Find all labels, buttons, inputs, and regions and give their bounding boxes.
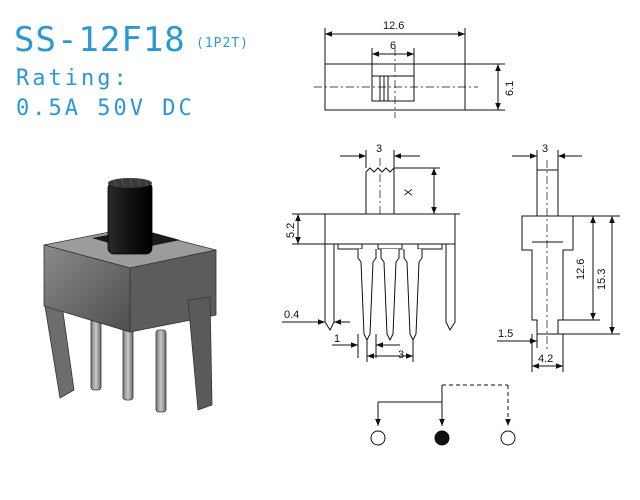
terminal-right: [500, 430, 516, 446]
terminal-left: [370, 430, 386, 446]
front-view: [282, 150, 460, 362]
front-dim-knob-width: 3: [376, 143, 382, 155]
part-number-title: SS-12F18: [14, 20, 186, 60]
switch-knob: [107, 177, 153, 255]
top-dim-length: 12.6: [383, 20, 404, 32]
front-dim-pin-width: 1: [334, 333, 340, 345]
front-dim-knob-height: X: [403, 188, 415, 196]
side-dim-body-depth: 4.2: [538, 353, 553, 365]
pole-throw-subtitle: (1P2T): [196, 36, 249, 51]
front-dim-body-height: 5.2: [285, 223, 297, 238]
rating-value: 0.5A 50V DC: [16, 96, 195, 121]
terminal-common: [434, 430, 450, 446]
side-dim-to-pin: 12.6: [575, 259, 587, 280]
switch-right-mounting-tab: [187, 296, 213, 411]
top-view: [314, 28, 505, 118]
top-dim-width: 6.1: [504, 81, 516, 96]
side-dim-knob-width: 3: [542, 143, 548, 155]
side-dim-pin-length: 1.5: [498, 328, 513, 340]
rating-label: Rating:: [16, 66, 130, 91]
front-dim-tab-thickness: 0.4: [284, 309, 299, 321]
switch-pins: [90, 304, 167, 413]
switch-schematic: [370, 384, 516, 446]
side-view: [497, 150, 620, 372]
top-dim-knob-travel: 6: [390, 40, 396, 52]
front-dim-pin-pitch: 3: [398, 349, 404, 361]
side-dim-total-height: 15.3: [596, 269, 608, 290]
